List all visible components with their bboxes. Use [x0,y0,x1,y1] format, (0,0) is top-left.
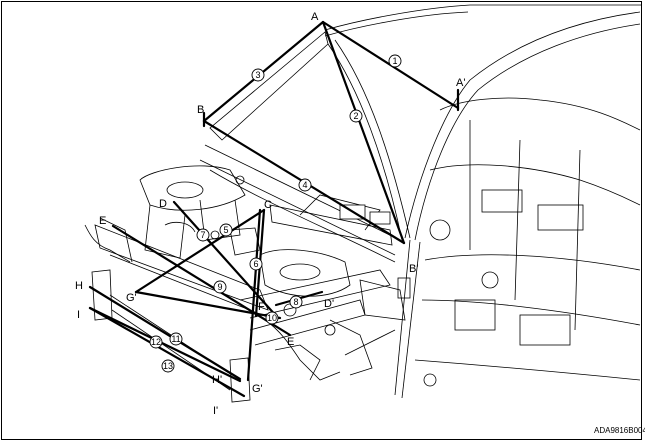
dimension-line-3 [202,20,325,123]
svg-text:5: 5 [223,225,228,235]
svg-text:11: 11 [171,334,180,344]
dimension-marker-2: 2 [349,109,363,123]
dimension-marker-1: 1 [388,54,402,68]
dimension-marker-13: 13 [161,359,175,373]
svg-text:9: 9 [217,282,222,292]
dimension-line-11 [88,285,242,381]
dimension-line-2 [321,20,406,245]
point-label-b: B [197,104,204,116]
point-label-e: E [99,215,106,227]
dimension-line-9 [111,224,292,337]
dimension-line-13 [88,306,242,383]
point-label-c: C [264,199,272,211]
dimension-marker-11: 11 [169,332,183,346]
point-label-b-prime: B' [409,263,418,275]
figure-code: ADA9816B004 [594,426,645,435]
dimension-marker-4: 4 [298,178,312,192]
dimension-line-6 [246,208,262,382]
dimension-markers: 1 2 3 4 5 6 7 8 9 10 11 12 13 [149,54,402,373]
dimension-marker-5: 5 [219,223,233,237]
svg-text:8: 8 [293,297,298,307]
dimension-marker-3: 3 [251,68,265,82]
point-label-g-prime: G' [252,383,263,395]
dimension-marker-6: 6 [249,257,263,271]
svg-text:7: 7 [200,230,205,240]
point-label-i: I [77,309,80,321]
point-label-a-prime: A' [456,77,465,89]
point-label-f: F [258,301,265,313]
dimension-line-7 [172,200,280,320]
svg-text:1: 1 [392,56,397,66]
measurement-lines [88,20,460,398]
point-labels: A A' B B' C D D' E E F G' G' H H' I I' [75,11,465,417]
dimension-marker-7: 7 [196,228,210,242]
vehicle-body-outline [84,4,642,403]
point-label-h: H [75,280,83,292]
dimension-line-10 [134,290,282,320]
dimension-marker-12: 12 [149,335,163,349]
svg-text:2: 2 [353,111,358,121]
svg-text:6: 6 [253,259,258,269]
svg-text:4: 4 [302,180,307,190]
dimension-line-12 [88,306,246,398]
dimension-line-5 [134,208,266,294]
svg-text:3: 3 [255,70,260,80]
point-label-e-prime: E [287,336,294,348]
dimension-marker-9: 9 [213,280,227,294]
point-label-i-prime: I' [213,405,218,417]
dimension-marker-8: 8 [289,295,303,309]
point-label-d: D [159,198,167,210]
point-label-a: A [311,11,319,23]
svg-text:12: 12 [151,337,161,347]
dimension-marker-10: 10 [265,311,279,325]
point-label-g: G' [126,292,137,304]
svg-text:10: 10 [267,313,277,323]
point-label-d-prime: D' [324,298,334,310]
point-label-h-prime: H' [212,374,222,386]
svg-text:13: 13 [163,361,173,371]
